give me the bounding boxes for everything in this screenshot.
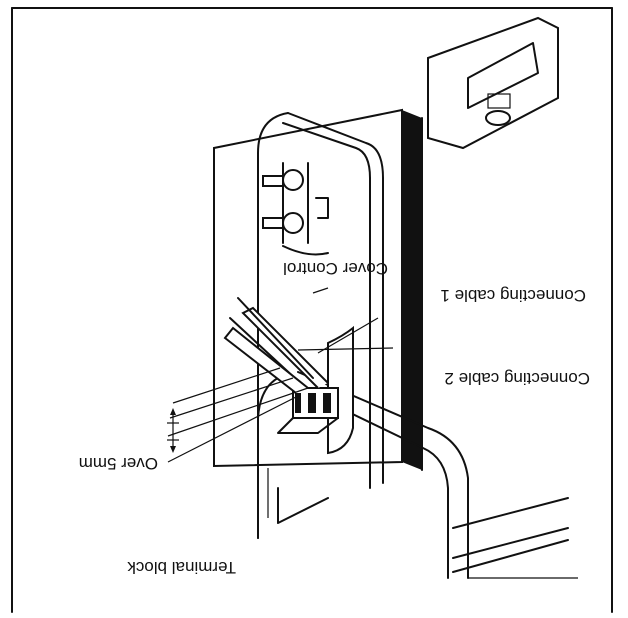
connecting-cables xyxy=(223,297,329,394)
terminal-block-label: Terminal block xyxy=(127,558,236,577)
frame xyxy=(11,7,613,613)
indoor-unit-body xyxy=(257,112,578,579)
pipe-fittings xyxy=(262,162,329,256)
dimension-mark xyxy=(167,408,179,453)
connecting-cable-2-label: Connecting cable 2 xyxy=(444,369,590,388)
labels: Connecting cable 1 Connecting cable 2 Ov… xyxy=(79,286,590,577)
over-5mm-label: Over 5mm xyxy=(79,454,158,473)
leader-lines xyxy=(167,287,394,463)
cover-control-panel: Cover Control xyxy=(213,108,423,471)
connecting-cable-1-label: Connecting cable 1 xyxy=(440,286,586,305)
mounting-bracket xyxy=(427,16,559,150)
terminal-block xyxy=(277,387,339,434)
cover-control-label: Cover Control xyxy=(283,259,388,278)
